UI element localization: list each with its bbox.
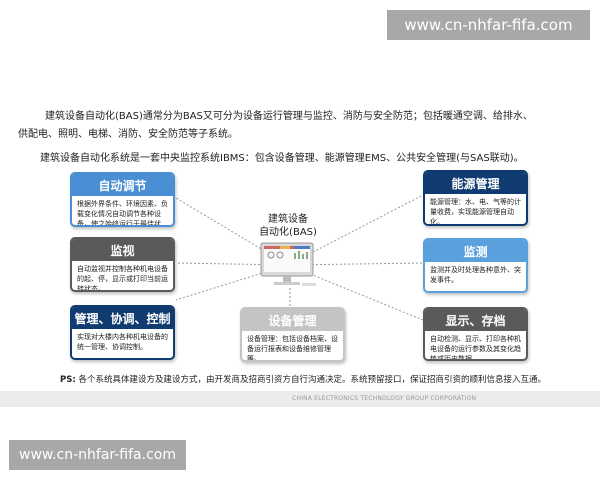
intro-line-2: 供配电、照明、电梯、消防、安全防范等子系统。: [18, 129, 238, 140]
ps-text: 各个系统具体建设方及建设方式，由开发商及招商引资方自行沟通决定。系统预留接口，保…: [75, 375, 546, 385]
box-auto-adjust: 自动调节 根据外界条件、环境因素、负载变化情况自动调节各种设备，使之始终运行于最…: [70, 172, 175, 227]
box-detect: 监测 监测并及时处理各种意外、突发事件。: [423, 238, 528, 293]
box-body: 能源管理：水、电、气等的计量收费，实现能源管理自动化。: [430, 198, 521, 226]
box-energy: 能源管理 能源管理：水、电、气等的计量收费，实现能源管理自动化。: [423, 170, 528, 226]
center-title-line-2: 自动化(BAS): [259, 227, 317, 238]
box-title: 管理、协调、控制: [72, 307, 173, 329]
box-title: 监视: [72, 239, 173, 261]
box-title: 自动调节: [72, 174, 173, 196]
box-monitor: 监视 自动监视并控制各种机电设备的起、停，显示或打印当前运转状态。: [70, 237, 175, 292]
box-title: 能源管理: [425, 172, 526, 194]
box-body: 监测并及时处理各种意外、突发事件。: [430, 266, 521, 284]
box-body: 实现对大楼内各种机电设备的统一管理、协调控制。: [77, 333, 168, 351]
computer-monitor-icon: [260, 242, 316, 286]
box-body: 自动检测、显示、打印各种机电设备的运行参数及其变化趋势或历史数据。: [430, 335, 521, 361]
watermark-bottom: www.cn-nhfar-fifa.com: [9, 440, 186, 470]
ps-note: PS: 各个系统具体建设方及建设方式，由开发商及招商引资方自行沟通决定。系统预留…: [60, 373, 546, 385]
center-title-line-1: 建筑设备: [268, 214, 308, 225]
footer-band: [0, 391, 600, 407]
box-manage: 管理、协调、控制 实现对大楼内各种机电设备的统一管理、协调控制。: [70, 305, 175, 360]
box-body: 自动监视并控制各种机电设备的起、停，显示或打印当前运转状态。: [77, 265, 168, 292]
box-body: 根据外界条件、环境因素、负载变化情况自动调节各种设备，使之始终运行于最佳状态。: [77, 200, 168, 227]
watermark-top: www.cn-nhfar-fifa.com: [387, 10, 590, 40]
intro-line-1: 建筑设备自动化(BAS)通常分为BAS又可分为设备运行管理与监控、消防与安全防范…: [45, 111, 533, 122]
box-title: 显示、存档: [425, 309, 526, 331]
box-body: 设备管理：包括设备档案、设备运行报表和设备维修管理等。: [247, 335, 338, 362]
box-equipment: 设备管理 设备管理：包括设备档案、设备运行报表和设备维修管理等。: [240, 307, 345, 362]
ps-label: PS:: [60, 375, 76, 385]
intro-line-3: 建筑设备自动化系统是一套中央监控系统IBMS：包含设备管理、能源管理EMS、公共…: [40, 153, 524, 164]
footer-corporation: CHINA ELECTRONICS TECHNOLOGY GROUP CORPO…: [292, 395, 477, 402]
box-title: 设备管理: [242, 309, 343, 331]
center-title: 建筑设备 自动化(BAS): [248, 213, 328, 239]
box-title: 监测: [425, 240, 526, 262]
box-display: 显示、存档 自动检测、显示、打印各种机电设备的运行参数及其变化趋势或历史数据。: [423, 307, 528, 361]
